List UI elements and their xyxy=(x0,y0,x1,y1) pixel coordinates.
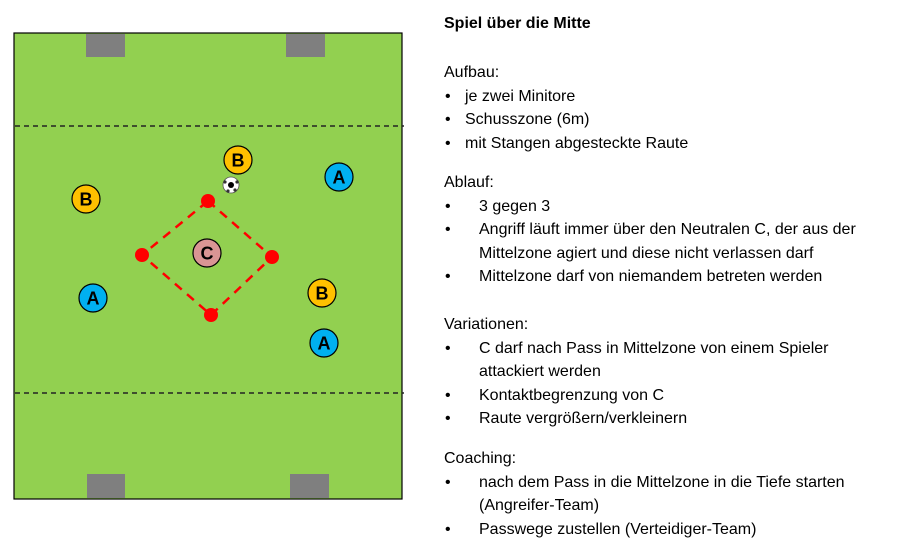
player-b: B xyxy=(307,278,337,308)
svg-text:A: A xyxy=(318,334,331,354)
list-item: Mittelzone darf von niemandem betreten w… xyxy=(444,265,856,289)
section-coaching: Coaching: nach dem Pass in die Mittelzon… xyxy=(444,447,845,541)
section-heading: Ablauf: xyxy=(444,174,494,191)
player-b: B xyxy=(71,184,101,214)
svg-text:A: A xyxy=(333,168,346,188)
cone-top xyxy=(201,194,215,208)
section-heading: Aufbau: xyxy=(444,64,500,81)
section-heading: Variationen: xyxy=(444,316,529,333)
player-c-neutral: C xyxy=(192,238,222,268)
list-item: mit Stangen abgesteckte Raute xyxy=(444,132,688,156)
list-item: Raute vergrößern/verkleinern xyxy=(444,407,829,431)
ball-icon xyxy=(222,176,240,194)
svg-text:A: A xyxy=(87,289,100,309)
svg-text:B: B xyxy=(80,190,93,210)
cone-bottom xyxy=(204,308,218,322)
cone-left xyxy=(135,248,149,262)
continuation-text: Mittelzone agiert und diese nicht verlas… xyxy=(479,244,814,262)
section-ablauf: Ablauf: 3 gegen 3 Angriff läuft immer üb… xyxy=(444,171,856,289)
list-item: nach dem Pass in die Mittelzone in die T… xyxy=(444,471,845,495)
list-item: 3 gegen 3 xyxy=(444,195,856,219)
section-aufbau: Aufbau: je zwei Minitore Schusszone (6m)… xyxy=(444,61,688,155)
player-a: A xyxy=(78,283,108,313)
list-item-continuation: (Angreifer-Team) xyxy=(479,497,600,515)
list-item: je zwei Minitore xyxy=(444,85,688,109)
goal-top-left xyxy=(86,34,125,57)
exercise-title: Spiel über die Mitte xyxy=(444,15,591,32)
list-item: Passwege zustellen (Verteidiger-Team) xyxy=(444,518,845,542)
svg-text:B: B xyxy=(232,151,245,171)
section-variationen: Variationen: C darf nach Pass in Mittelz… xyxy=(444,313,829,431)
player-a: A xyxy=(309,328,339,358)
list-item-continuation: attackiert werden xyxy=(479,363,601,381)
goal-top-right xyxy=(286,34,325,57)
list-item: Schusszone (6m) xyxy=(444,108,688,132)
list-item: Kontaktbegrenzung von C xyxy=(444,384,829,408)
svg-text:C: C xyxy=(201,244,214,264)
player-b: B xyxy=(223,145,253,175)
list-item: Angriff läuft immer über den Neutralen C… xyxy=(444,218,856,242)
goal-bottom-right xyxy=(290,474,329,498)
player-a: A xyxy=(324,162,354,192)
list-item: C darf nach Pass in Mittelzone von einem… xyxy=(444,337,829,361)
cone-right xyxy=(265,250,279,264)
list-item-continuation: Mittelzone agiert und diese nicht verlas… xyxy=(444,242,856,266)
svg-text:B: B xyxy=(316,284,329,304)
section-heading: Coaching: xyxy=(444,450,517,467)
center-diamond xyxy=(140,199,274,317)
goal-bottom-left xyxy=(87,474,125,498)
